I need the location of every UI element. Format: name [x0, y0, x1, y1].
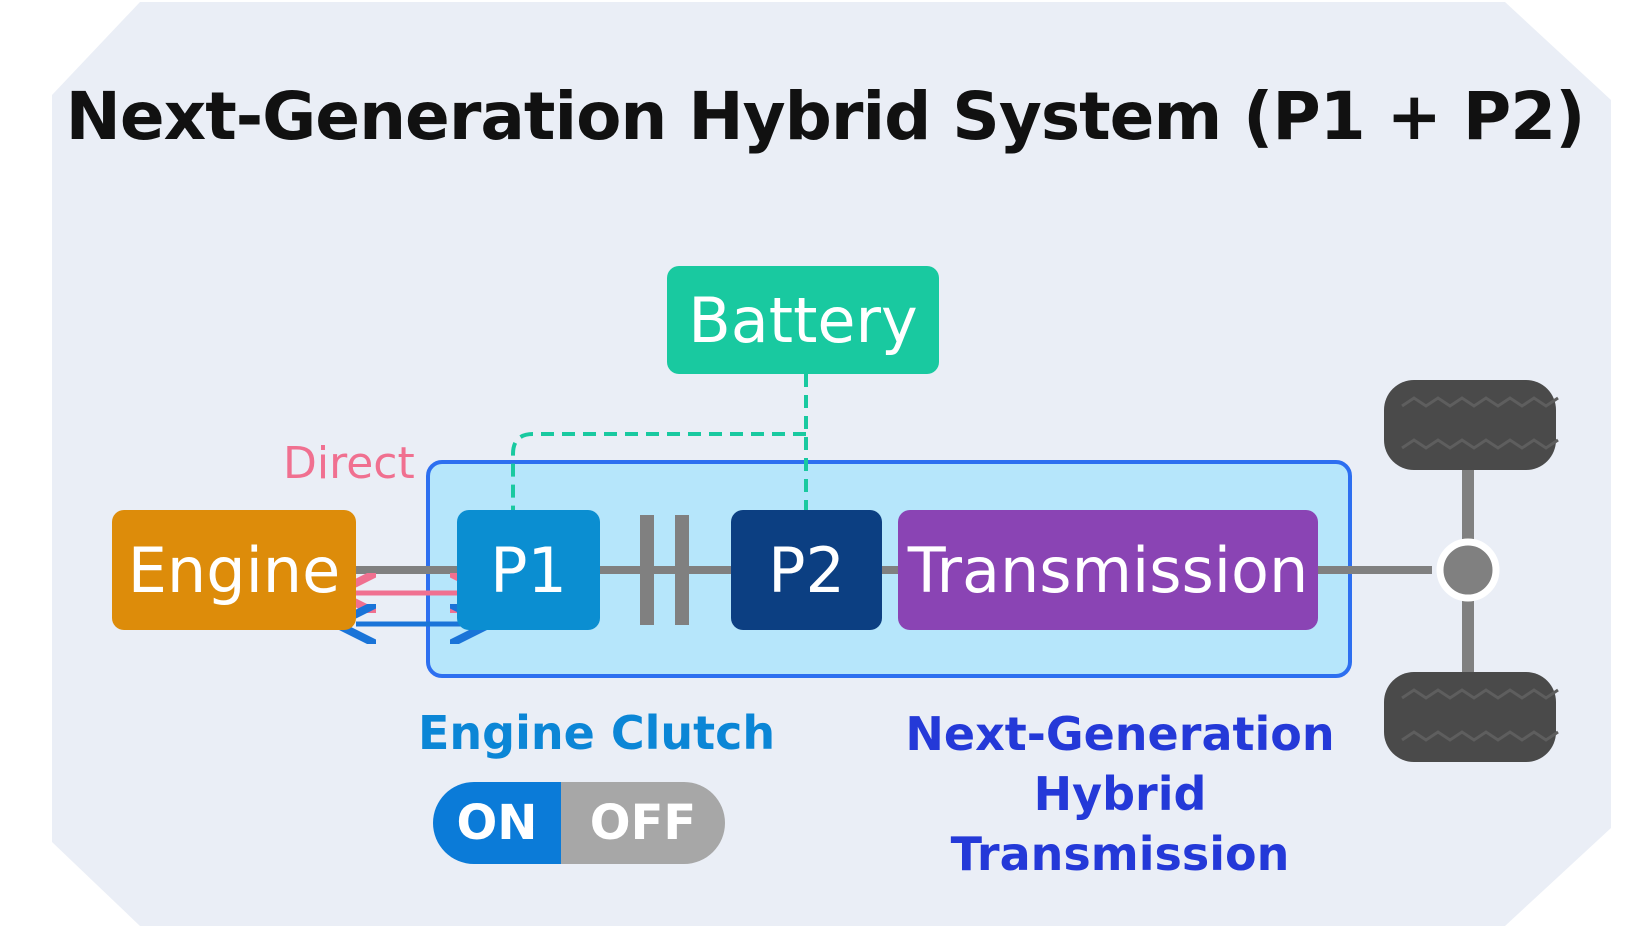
next-gen-transmission-line2: Hybrid Transmission	[950, 767, 1290, 881]
tire-top-icon	[1384, 380, 1559, 470]
next-gen-transmission-label: Next-Generation Hybrid Transmission	[870, 704, 1370, 884]
toggle-off: OFF	[561, 782, 725, 864]
clutch-plate-right	[675, 515, 689, 625]
p1-motor-box: P1	[457, 510, 600, 630]
p2-motor-box: P2	[731, 510, 882, 630]
tire-bottom-icon	[1384, 672, 1559, 762]
toggle-on: ON	[433, 782, 561, 864]
clutch-plate-left	[640, 515, 654, 625]
diagram-title: Next-Generation Hybrid System (P1 + P2)	[65, 78, 1586, 155]
engine-box: Engine	[112, 510, 356, 630]
transmission-box: Transmission	[898, 510, 1318, 630]
axle-differential-icon	[1436, 538, 1500, 602]
battery-box: Battery	[667, 266, 939, 374]
battery-link-dashed	[511, 374, 808, 513]
direct-label: Direct	[283, 438, 415, 489]
engine-clutch-toggle: ON OFF	[433, 782, 725, 864]
engine-clutch-label: Engine Clutch	[418, 706, 776, 760]
next-gen-transmission-line1: Next-Generation	[905, 707, 1335, 761]
